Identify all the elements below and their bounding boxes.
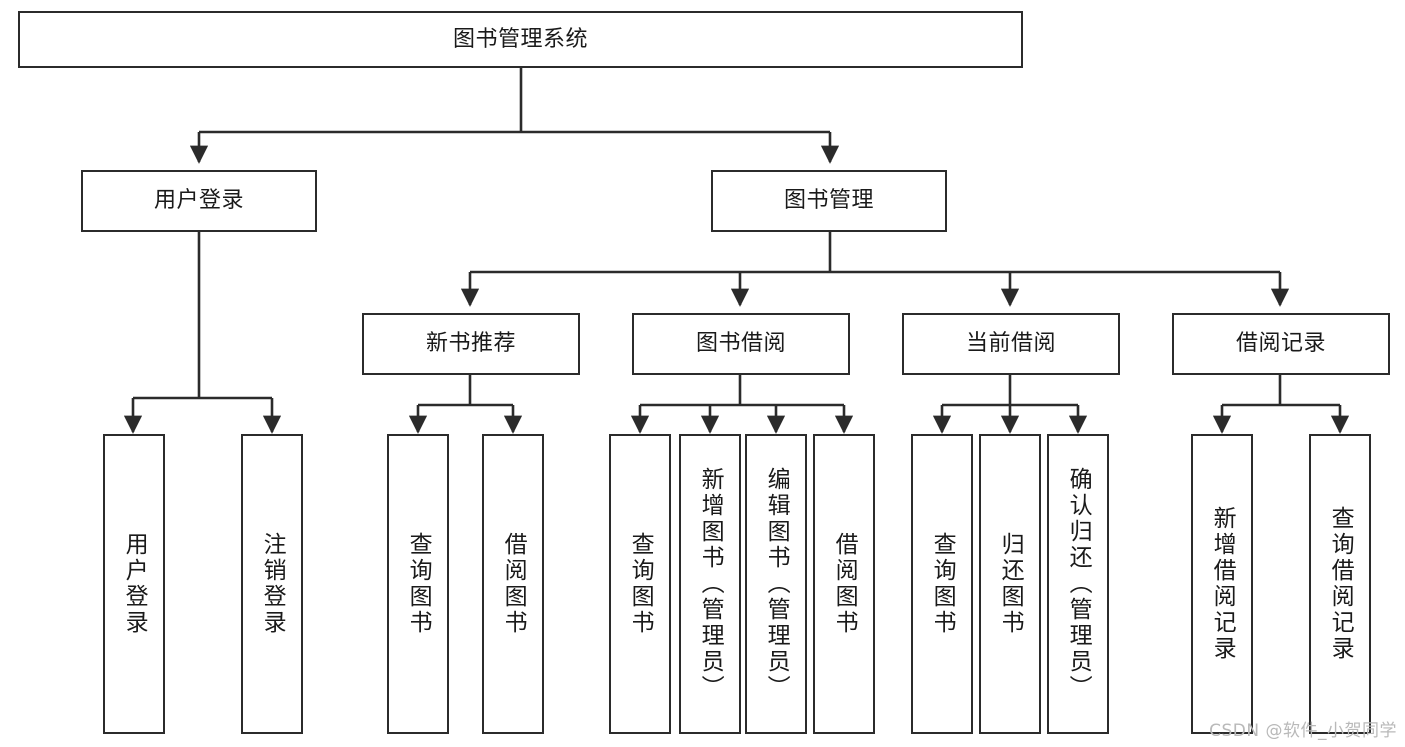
leaf-record-add-record[interactable]: 新增借阅记录 [1191,434,1253,734]
leaf-current-confirm-return[interactable]: 确认归还（管理员） [1047,434,1109,734]
leaf-borrow-edit-book[interactable]: 编辑图书（管理员） [745,434,807,734]
leaf-borrow-add-book-label: 新增图书（管理员） [697,467,724,701]
node-new-book-recommend[interactable]: 新书推荐 [362,313,580,375]
leaf-borrow-query-book[interactable]: 查询图书 [609,434,671,734]
leaf-record-add-record-label: 新增借阅记录 [1209,506,1236,662]
node-current-borrow[interactable]: 当前借阅 [902,313,1120,375]
leaf-record-query-record[interactable]: 查询借阅记录 [1309,434,1371,734]
leaf-borrow-edit-book-label: 编辑图书（管理员） [763,467,790,701]
node-book-borrow-label: 图书借阅 [695,331,786,357]
leaf-recommend-query-book[interactable]: 查询图书 [387,434,449,734]
node-new-book-recommend-label: 新书推荐 [425,331,516,357]
leaf-borrow-borrow-book-label: 借阅图书 [831,532,858,636]
leaf-record-query-record-label: 查询借阅记录 [1327,506,1354,662]
leaf-recommend-borrow-book-label: 借阅图书 [500,532,527,636]
leaf-user-login-signin[interactable]: 用户登录 [103,434,165,734]
node-borrow-record-label: 借阅记录 [1235,331,1326,357]
leaf-borrow-add-book[interactable]: 新增图书（管理员） [679,434,741,734]
node-root[interactable]: 图书管理系统 [18,11,1023,68]
leaf-recommend-query-book-label: 查询图书 [405,532,432,636]
leaf-user-login-signout-label: 注销登录 [259,532,286,636]
leaf-recommend-borrow-book[interactable]: 借阅图书 [482,434,544,734]
leaf-borrow-query-book-label: 查询图书 [627,532,654,636]
node-borrow-record[interactable]: 借阅记录 [1172,313,1390,375]
node-user-login[interactable]: 用户登录 [81,170,317,232]
leaf-current-query-book[interactable]: 查询图书 [911,434,973,734]
node-book-management-label: 图书管理 [783,188,874,214]
node-book-management[interactable]: 图书管理 [711,170,947,232]
node-book-borrow[interactable]: 图书借阅 [632,313,850,375]
node-user-login-label: 用户登录 [153,188,244,214]
leaf-current-query-book-label: 查询图书 [929,532,956,636]
leaf-current-confirm-return-label: 确认归还（管理员） [1065,467,1092,701]
leaf-user-login-signout[interactable]: 注销登录 [241,434,303,734]
leaf-current-return-book[interactable]: 归还图书 [979,434,1041,734]
leaf-user-login-signin-label: 用户登录 [121,532,148,636]
leaf-current-return-book-label: 归还图书 [997,532,1024,636]
node-root-label: 图书管理系统 [452,26,588,52]
node-current-borrow-label: 当前借阅 [965,331,1056,357]
leaf-borrow-borrow-book[interactable]: 借阅图书 [813,434,875,734]
